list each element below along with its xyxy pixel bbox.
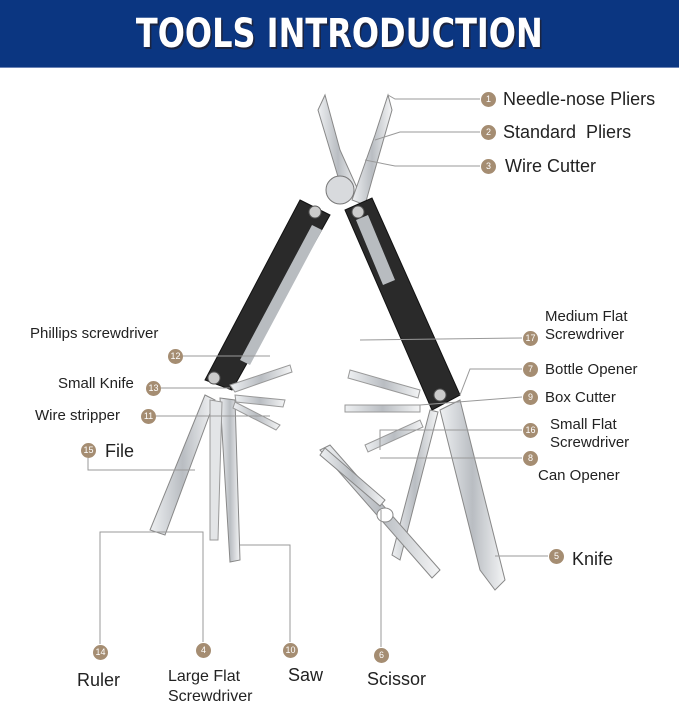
label-medium-flat-screwdriver: Medium Flat Screwdriver <box>545 308 628 343</box>
left-tools <box>149 364 293 563</box>
label-saw: Saw <box>288 665 324 685</box>
right-tools <box>319 369 506 591</box>
label-wire-stripper: Wire stripper <box>35 407 121 424</box>
badge-2: 2 <box>481 125 496 140</box>
label-can-opener: Can Opener <box>538 467 620 484</box>
badge-13: 13 <box>146 381 161 396</box>
label-large-flat-screwdriver: Large Flat Screwdriver <box>168 668 253 705</box>
badge-7: 7 <box>523 362 538 377</box>
badge-15: 15 <box>81 443 96 458</box>
badge-11: 11 <box>141 409 156 424</box>
badge-6: 6 <box>374 648 389 663</box>
left-handle <box>204 199 331 391</box>
label-needle-nose-pliers: Needle-nose Pliers <box>503 89 656 109</box>
label-knife: Knife <box>572 549 614 569</box>
label-scissor: Scissor <box>367 669 427 689</box>
label-ruler: Ruler <box>77 670 121 690</box>
label-bottle-opener: Bottle Opener <box>545 361 638 378</box>
label-phillips-screwdriver: Phillips screwdriver <box>30 325 159 342</box>
title: TOOLS INTRODUCTION <box>136 10 543 57</box>
leader-lines <box>87 94 548 647</box>
badge-12: 12 <box>168 349 183 364</box>
badge-17: 17 <box>523 331 538 346</box>
badge-16: 16 <box>523 423 538 438</box>
badge-3: 3 <box>481 159 496 174</box>
label-standard-pliers: Standard Pliers <box>503 122 632 142</box>
label-small-flat-screwdriver: Small Flat Screwdriver <box>550 416 630 451</box>
pliers-jaws <box>317 93 393 206</box>
badge-9: 9 <box>523 390 538 405</box>
label-wire-cutter: Wire Cutter <box>505 156 597 176</box>
badge-10: 10 <box>283 643 298 658</box>
label-box-cutter: Box Cutter <box>545 389 616 406</box>
label-file: File <box>105 441 135 461</box>
label-small-knife: Small Knife <box>58 375 134 392</box>
badge-14: 14 <box>93 645 108 660</box>
right-handle <box>344 197 461 411</box>
badge-4: 4 <box>196 643 211 658</box>
badge-8: 8 <box>523 451 538 466</box>
badge-1: 1 <box>481 92 496 107</box>
title-banner: TOOLS INTRODUCTION <box>0 0 679 68</box>
badge-5: 5 <box>549 549 564 564</box>
